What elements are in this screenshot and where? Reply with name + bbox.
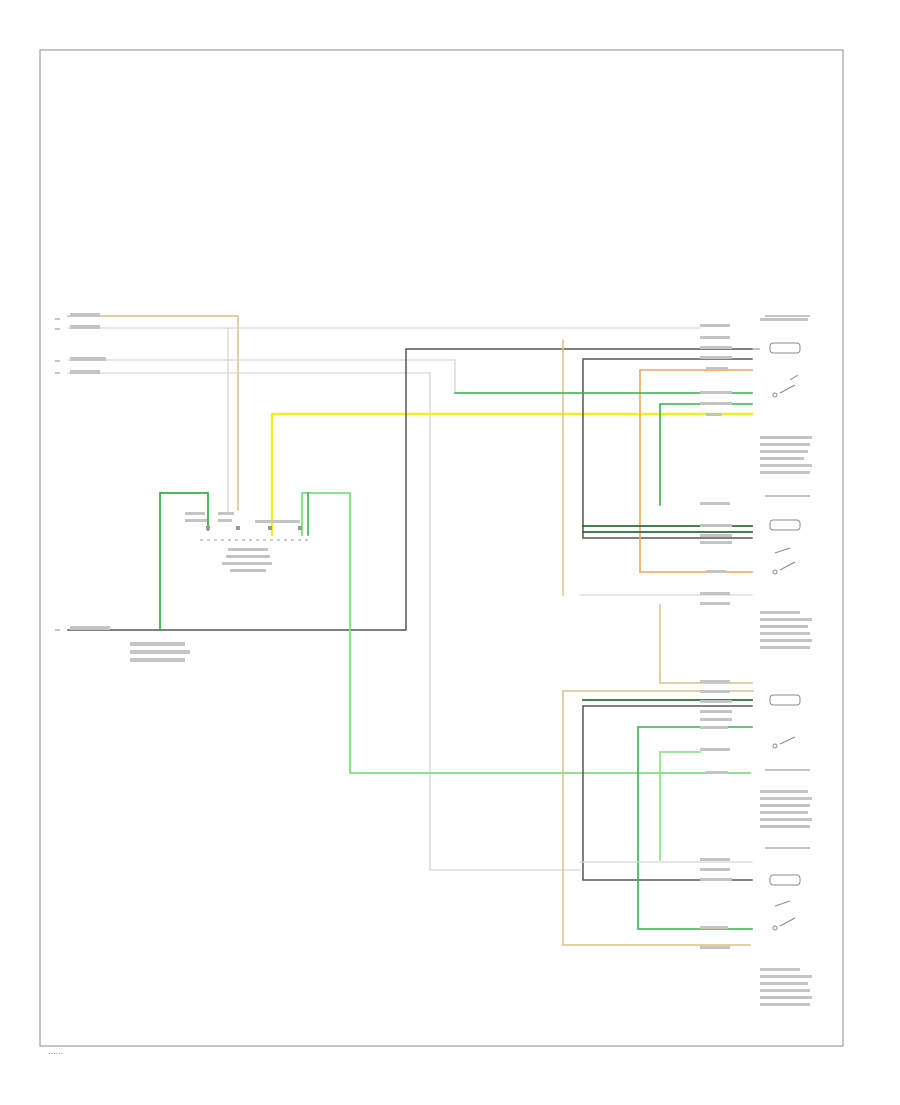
wire-tan-top: [67, 315, 239, 511]
left-connector-group: [55, 318, 60, 631]
wire-green-lower-2: [659, 751, 701, 861]
component-block-1: [752, 315, 810, 398]
wire-green-short: [659, 403, 753, 506]
wire-tan-mid: [659, 604, 753, 684]
wire-gray-mid-2: [67, 372, 581, 871]
wire-set: [67, 315, 754, 946]
wire-gray-mid: [67, 359, 701, 394]
wire-yellow: [270, 412, 754, 537]
right-components: [752, 315, 810, 931]
control-module: [200, 526, 310, 541]
wire-orange: [639, 369, 753, 573]
wire-darkgray-right-1: [582, 358, 753, 539]
wire-lightgreen: [301, 492, 751, 774]
component-block-4: [765, 847, 810, 931]
wire-tan-lower: [562, 690, 754, 946]
wire-green-lower: [637, 726, 753, 930]
illegible-labels: [70, 313, 812, 1006]
wire-darkgray-right-2: [582, 705, 753, 881]
wire-green-module-left: [159, 492, 209, 631]
component-block-2: [765, 495, 810, 575]
footer-code: ......: [48, 1047, 63, 1056]
diagram-frame: [39, 49, 844, 1047]
wire-darkgray-main: [67, 348, 753, 631]
component-block-3: [765, 694, 810, 771]
